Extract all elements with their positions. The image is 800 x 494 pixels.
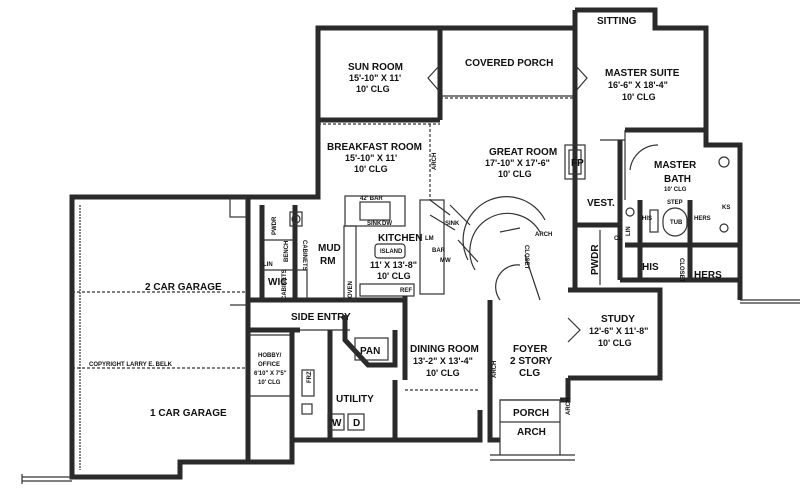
frz-label: FRZ bbox=[307, 371, 313, 383]
great-room-clg: 10' CLG bbox=[498, 169, 532, 179]
arch-bottom-label: ARCH bbox=[517, 427, 546, 438]
study-walls bbox=[567, 287, 663, 381]
side-entry-label: SIDE ENTRY bbox=[291, 312, 351, 323]
cabinets2-label: CABINETS bbox=[282, 269, 288, 300]
sun-room-clg: 10' CLG bbox=[356, 84, 390, 94]
cl-right-label: CL bbox=[614, 236, 622, 242]
pwdr-left-label: PWDR bbox=[272, 216, 278, 235]
oven-label: OVEN bbox=[348, 281, 354, 298]
study-label: STUDY bbox=[601, 314, 635, 325]
hers-closet-label: HERS bbox=[694, 270, 722, 281]
bath-label: BATH bbox=[664, 174, 691, 185]
closet-right-label: CLOSET bbox=[678, 258, 684, 283]
his-sink-label: HIS bbox=[642, 216, 652, 222]
lm-label: LM bbox=[425, 236, 434, 242]
utility-walls bbox=[301, 315, 398, 440]
breakfast-clg: 10' CLG bbox=[354, 164, 388, 174]
porch-label: PORCH bbox=[513, 408, 549, 419]
breakfast-dim: 15'-10" X 11' bbox=[345, 153, 397, 163]
master-suite-walls bbox=[575, 7, 709, 280]
vest-label: VEST. bbox=[587, 198, 615, 209]
cabinets-label: CABINETS bbox=[301, 240, 307, 271]
utility-label: UTILITY bbox=[336, 394, 374, 405]
two-story-label: 2 STORY bbox=[510, 356, 553, 367]
great-room-walls bbox=[429, 10, 586, 301]
study-clg: 10' CLG bbox=[598, 338, 632, 348]
mw-label: MW bbox=[440, 258, 451, 264]
hobby-clg: 10' CLG bbox=[258, 380, 281, 386]
master-bath-clg: 10' CLG bbox=[664, 187, 687, 193]
garage1-label: 1 CAR GARAGE bbox=[150, 408, 227, 419]
foyer-walls bbox=[487, 378, 575, 461]
fp-label: FP bbox=[571, 158, 584, 169]
sink-label: SINK bbox=[367, 221, 382, 227]
ref-label: REF bbox=[400, 288, 412, 294]
hobby-dim: 6'10" X 7'5" bbox=[254, 371, 287, 377]
garage-walls bbox=[21, 194, 251, 484]
bar-small-label: BAR bbox=[432, 248, 446, 254]
copyright-label: COPYRIGHT LARRY E. BELK bbox=[89, 362, 173, 368]
mud-label: MUD bbox=[318, 243, 341, 254]
office-label: OFFICE bbox=[258, 362, 280, 368]
side-entry-walls bbox=[230, 297, 405, 333]
wic-label: WIC bbox=[268, 277, 287, 288]
bar-42-label: 42' BAR bbox=[360, 196, 383, 202]
lin-label: LIN bbox=[263, 262, 273, 268]
kitchen-label: KITCHEN bbox=[378, 233, 422, 244]
master-bath-label: MASTER bbox=[654, 160, 697, 171]
pan-label: PAN bbox=[360, 346, 380, 357]
lin-right-label: LIN bbox=[626, 226, 632, 236]
porch-walls bbox=[427, 25, 588, 97]
step-label: STEP bbox=[667, 200, 683, 206]
closet-label: CLOSET bbox=[523, 245, 529, 270]
great-room-label: GREAT ROOM bbox=[489, 147, 557, 158]
hers-sink-label: HERS bbox=[694, 216, 711, 222]
arch-right-label: ARCH bbox=[535, 232, 552, 238]
arch-great-label: ARCH bbox=[432, 153, 438, 170]
kitchen-dim: 11' X 13'-8" bbox=[370, 260, 417, 270]
great-room-dim: 17'-10" X 17'-6" bbox=[485, 158, 550, 168]
closets-walls bbox=[620, 245, 800, 304]
bench-label: BENCH bbox=[284, 241, 290, 262]
dining-clg: 10' CLG bbox=[426, 368, 460, 378]
master-suite-clg: 10' CLG bbox=[622, 92, 656, 102]
hobby-label: HOBBY/ bbox=[258, 353, 282, 359]
dining-dim: 13'-2" X 13'-4" bbox=[413, 356, 473, 366]
pwdr-right-label: PWDR bbox=[590, 244, 601, 275]
sink2-label: SINK bbox=[445, 221, 460, 227]
covered-porch-label: COVERED PORCH bbox=[465, 58, 553, 69]
w-label: W bbox=[332, 418, 342, 429]
rm-label: RM bbox=[320, 256, 336, 267]
master-suite-dim: 16'-6" X 18'-4" bbox=[608, 80, 668, 90]
vestibule-walls bbox=[572, 222, 620, 290]
breakfast-label: BREAKFAST ROOM bbox=[327, 142, 422, 153]
master-suite-label: MASTER SUITE bbox=[605, 68, 680, 79]
island-label: ISLAND bbox=[380, 249, 403, 255]
sun-room-label: SUN ROOM bbox=[348, 62, 403, 73]
kitchen-clg: 10' CLG bbox=[377, 271, 411, 281]
foyer-clg-label: CLG bbox=[519, 368, 540, 379]
sitting-label: SITTING bbox=[597, 16, 637, 27]
master-bath-walls bbox=[625, 130, 743, 280]
tub-label: TUB bbox=[670, 220, 683, 226]
dining-walls bbox=[392, 300, 493, 443]
dining-label: DINING ROOM bbox=[410, 344, 479, 355]
his-closet-label: HIS bbox=[642, 262, 659, 273]
arch-dining-label: ARCH bbox=[492, 361, 498, 378]
foyer-label: FOYER bbox=[513, 344, 548, 355]
study-dim: 12'-6" X 11'-8" bbox=[589, 326, 648, 336]
garage2-label: 2 CAR GARAGE bbox=[145, 282, 222, 293]
ks-label: KS bbox=[722, 205, 730, 211]
sun-room-dim: 15'-10" X 11' bbox=[349, 73, 401, 83]
d-label: D bbox=[353, 418, 360, 429]
left-wing-walls bbox=[245, 120, 395, 465]
arch-foyer-label: ARCH bbox=[566, 398, 572, 415]
kitchen-walls bbox=[315, 25, 445, 380]
dw-label: DW bbox=[382, 221, 392, 227]
